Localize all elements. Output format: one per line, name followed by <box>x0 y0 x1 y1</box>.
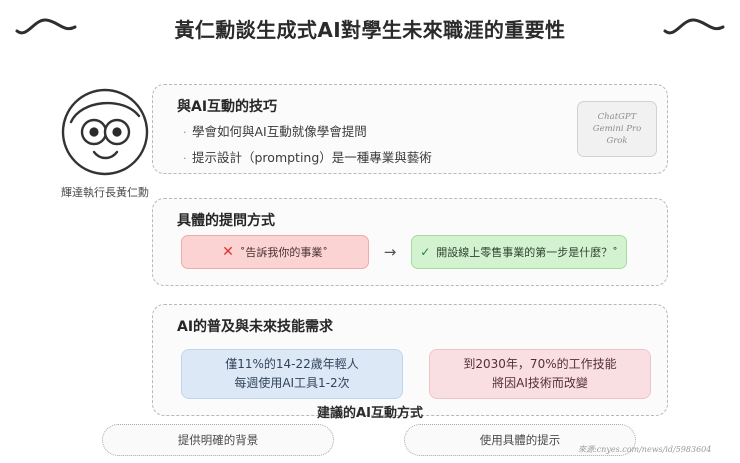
statistics-row: 僅11%的14-22歲年輕人 每週使用AI工具1-2次 到2030年，70%的工… <box>181 349 651 399</box>
ai-model-chip: ChatGPT Gemini Pro Grok <box>577 101 657 157</box>
stat-line-primary: 到2030年，70%的工作技能 <box>463 357 617 372</box>
model-name-grok: Grok <box>606 136 628 147</box>
section-card-interaction-tips: 與AI互動的技巧 · 學會如何與AI互動就像學會提問 · 提示設計（prompt… <box>152 84 668 174</box>
advice-pill-specific-prompt: 使用具體的提示 <box>404 424 636 456</box>
section-heading: AI的普及與未來技能需求 <box>177 319 334 335</box>
list-item-label: 學會如何與AI互動就像學會提問 <box>192 124 367 139</box>
check-mark-icon: ✓ <box>420 245 431 259</box>
list-item: · 提示設計（prompting）是一種專業與藝術 <box>183 147 432 166</box>
stat-card-youth-usage: 僅11%的14-22歲年輕人 每週使用AI工具1-2次 <box>181 349 403 399</box>
section-card-asking-method: 具體的提問方式 ✕ ˚告訴我你的事業˚ → ✓ 開設線上零售事業的第一步是什麼？… <box>152 198 668 286</box>
stat-line-primary: 僅11%的14-22歲年輕人 <box>225 357 359 372</box>
wave-squiggle-left-icon <box>15 18 77 35</box>
header: 黃仁勳談生成式AI對學生未來職涯的重要性 <box>0 0 740 58</box>
model-name-chatgpt: ChatGPT <box>597 111 637 122</box>
cross-mark-icon: ✕ <box>222 244 234 260</box>
bullet-dot-icon: · <box>183 152 187 165</box>
bad-prompt-example: ✕ ˚告訴我你的事業˚ <box>181 235 369 269</box>
advice-pill-clear-context: 提供明確的背景 <box>102 424 334 456</box>
bullet-dot-icon: · <box>183 126 187 139</box>
page-title: 黃仁勳談生成式AI對學生未來職涯的重要性 <box>174 18 566 42</box>
advice-pill-label: 使用具體的提示 <box>479 433 561 447</box>
stat-line-secondary: 每週使用AI工具1-2次 <box>234 376 350 390</box>
advice-heading: 建議的AI互動方式 <box>317 406 423 421</box>
prompt-comparison: ✕ ˚告訴我你的事業˚ → ✓ 開設線上零售事業的第一步是什麼？˚ <box>181 235 649 269</box>
good-prompt-example: ✓ 開設線上零售事業的第一步是什麼？˚ <box>411 235 627 269</box>
wave-squiggle-right-icon <box>663 18 725 35</box>
section-heading: 與AI互動的技巧 <box>177 99 278 115</box>
section-heading: 具體的提問方式 <box>177 213 275 229</box>
section-card-ai-adoption: AI的普及與未來技能需求 僅11%的14-22歲年輕人 每週使用AI工具1-2次… <box>152 304 668 416</box>
stat-line-secondary: 將因AI技術而改變 <box>492 376 588 390</box>
advice-pill-label: 提供明確的背景 <box>177 433 259 447</box>
list-item-label: 提示設計（prompting）是一種專業與藝術 <box>192 150 432 165</box>
tips-bullet-list: · 學會如何與AI互動就像學會提問 · 提示設計（prompting）是一種專業… <box>183 121 432 173</box>
source-attribution: 來源:cnyes.com/news/id/5983604 <box>578 445 712 454</box>
speaker-caption: 輝達執行長黃仁勳 <box>61 186 149 199</box>
arrow-right-icon: → <box>383 243 397 261</box>
list-item: · 學會如何與AI互動就像學會提問 <box>183 121 432 140</box>
model-name-gemini-pro: Gemini Pro <box>592 123 642 134</box>
bad-prompt-text: ˚告訴我你的事業˚ <box>239 246 328 259</box>
speaker-portrait: 輝達執行長黃仁勳 <box>46 84 164 200</box>
good-prompt-text: 開設線上零售事業的第一步是什麼？˚ <box>436 246 618 259</box>
smiling-face-with-glasses-icon <box>61 88 149 176</box>
stat-card-job-skills: 到2030年，70%的工作技能 將因AI技術而改變 <box>429 349 651 399</box>
